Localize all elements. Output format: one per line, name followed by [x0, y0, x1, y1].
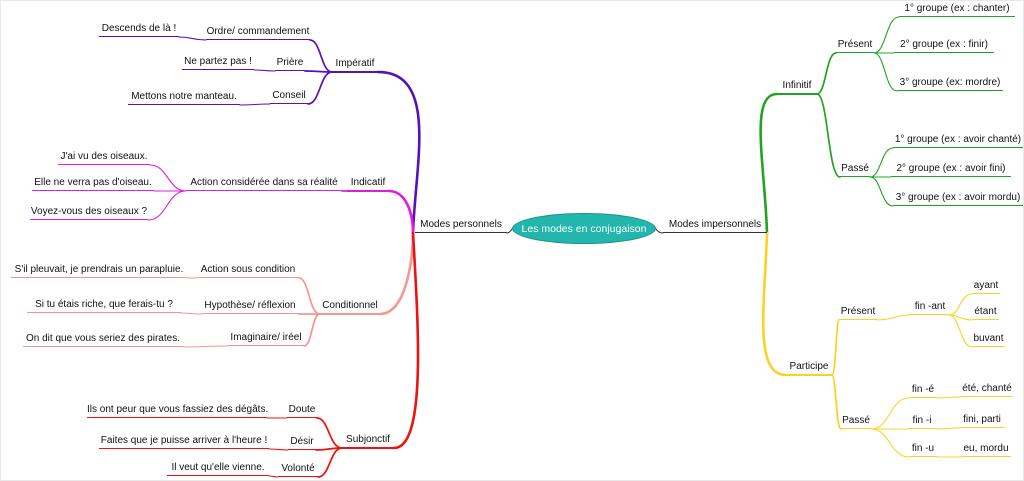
node-quote-sil-pleuvait[interactable]: S'il pleuvait, je prendrais un parapluie…: [11, 262, 187, 278]
edge-doute: [316, 417, 343, 449]
node-groupe3-avoir-mordu[interactable]: 3° groupe (ex : avoir mordu): [893, 190, 1023, 206]
edge-conseil: [307, 71, 333, 105]
edge-fin-u: [870, 428, 910, 458]
node-fin-u[interactable]: fin -u: [909, 441, 937, 457]
edge-conditionnel: [378, 231, 415, 316]
edge-action-condition: [298, 277, 321, 315]
edge-center-left-root: [506, 228, 513, 234]
node-conditionnel[interactable]: Conditionnel: [320, 298, 380, 315]
edge-quote-mettons: [239, 103, 271, 106]
edge-priere: [304, 70, 333, 73]
edge-imperatif: [376, 70, 421, 235]
node-action-condition[interactable]: Action sous condition: [197, 262, 299, 278]
center-node[interactable]: Les modes en conjugaison: [512, 213, 656, 244]
edge-quote-voyez: [147, 190, 187, 221]
edge-ete-chante: [936, 396, 962, 399]
edge-inf-passe: [816, 93, 841, 178]
node-action-realite[interactable]: Action considérée dans sa réalité: [186, 175, 342, 191]
node-groupe3-mordre[interactable]: 3° groupe (ex: mordre): [897, 75, 1003, 91]
node-indicatif[interactable]: Indicatif: [347, 175, 389, 192]
node-etant[interactable]: étant: [972, 304, 999, 320]
node-buvant[interactable]: buvant: [972, 331, 1005, 347]
node-fin-e[interactable]: fin -é: [909, 382, 937, 398]
node-imperatif[interactable]: Impératif: [332, 56, 378, 73]
node-quote-si-tu-etais[interactable]: Si tu étais riche, que ferais-tu ?: [27, 297, 181, 313]
edge-subjonctif: [392, 231, 420, 450]
node-ordre-commandement[interactable]: Ordre/ commandement: [206, 24, 310, 40]
node-groupe1-chanter[interactable]: 1° groupe (ex : chanter): [899, 1, 1015, 17]
node-ayant[interactable]: ayant: [972, 278, 1000, 294]
edge-part-passe: [831, 374, 842, 430]
edge-part-present: [831, 319, 840, 376]
node-participe[interactable]: Participe: [786, 359, 832, 376]
node-priere[interactable]: Prière: [275, 55, 305, 71]
node-quote-jai-vu[interactable]: J'ai vu des oiseaux.: [58, 149, 150, 165]
node-groupe2-finir[interactable]: 2° groupe (ex : finir): [894, 37, 994, 53]
edge-center-right-root: [655, 228, 664, 234]
edge-quote-nepartez: [253, 69, 276, 72]
node-quote-nepartez[interactable]: Ne partez pas !: [182, 54, 254, 70]
node-infinitif-passe[interactable]: Passé: [840, 161, 870, 177]
edge-ayant: [948, 293, 973, 316]
node-quote-voyez-vous[interactable]: Voyez-vous des oiseaux ?: [30, 204, 148, 220]
node-quote-on-dit[interactable]: On dit que vous seriez des pirates.: [23, 331, 183, 347]
edge-inf-present: [816, 52, 837, 95]
node-quote-ils-ont-peur[interactable]: Ils ont peur que vous fassiez des dégâts…: [87, 402, 268, 418]
node-participe-present[interactable]: Présent: [839, 304, 877, 320]
node-quote-faites-que[interactable]: Faites que je puisse arriver à l'heure !: [99, 433, 269, 449]
node-groupe2-avoir-fini[interactable]: 2° groupe (ex : avoir fini): [891, 161, 1011, 177]
node-subjonctif[interactable]: Subjonctif: [342, 432, 394, 449]
edge-quote-ondit: [182, 345, 229, 348]
node-eu-mordu[interactable]: eu, mordu: [961, 441, 1011, 457]
node-conseil[interactable]: Conseil: [270, 88, 308, 104]
node-fin-ant[interactable]: fin -ant: [911, 299, 949, 315]
edge-indicatif: [387, 189, 415, 235]
edge-groupe1-passe: [869, 147, 894, 178]
node-fin-i[interactable]: fin -i: [909, 413, 935, 429]
node-ete-chante[interactable]: été, chanté: [961, 381, 1013, 397]
edge-groupe1-present: [873, 16, 900, 54]
edge-participe: [761, 231, 788, 377]
node-desir[interactable]: Désir: [288, 434, 316, 450]
edge-fin-e: [870, 397, 910, 430]
node-fini-parti[interactable]: fini, parti: [959, 412, 1005, 428]
node-infinitif[interactable]: Infinitif: [777, 78, 817, 95]
edge-fin-ant: [876, 314, 912, 321]
node-quote-elle-ne-verra[interactable]: Elle ne verra pas d'oiseau.: [32, 175, 154, 191]
node-modes-impersonnels[interactable]: Modes impersonnels: [663, 217, 767, 233]
edge-volonte: [317, 447, 343, 478]
edge-quote-ilveut: [268, 475, 279, 478]
edge-groupe3-passe: [869, 176, 894, 207]
node-infinitif-present[interactable]: Présent: [836, 37, 874, 53]
edge-fini-parti: [934, 427, 960, 430]
node-volonte[interactable]: Volonté: [278, 461, 318, 477]
edge-infinitif: [759, 92, 779, 235]
node-quote-mettons[interactable]: Mettons notre manteau.: [128, 89, 240, 105]
edge-quote-faites: [268, 448, 289, 451]
edge-groupe3-present: [873, 52, 898, 92]
node-imaginaire[interactable]: Imaginaire/ iréel: [228, 330, 304, 346]
edge-quote-jai: [149, 164, 187, 192]
node-groupe1-avoir-chante[interactable]: 1° groupe (ex : avoir chanté): [893, 132, 1023, 148]
edge-ordre: [309, 39, 333, 73]
node-hypothese[interactable]: Hypothèse/ réflexion: [201, 298, 299, 314]
edge-buvant: [948, 314, 973, 348]
node-participe-passe[interactable]: Passé: [841, 413, 871, 429]
node-modes-personnels[interactable]: Modes personnels: [415, 217, 507, 233]
node-quote-descends[interactable]: Descends de là !: [99, 21, 179, 37]
edge-quote-descends: [178, 36, 207, 41]
edge-imaginaire: [303, 313, 321, 347]
node-quote-il-veut[interactable]: Il veut qu'elle vienne.: [167, 460, 269, 476]
edge-quote-situ: [180, 312, 202, 315]
node-doute[interactable]: Doute: [287, 402, 317, 418]
